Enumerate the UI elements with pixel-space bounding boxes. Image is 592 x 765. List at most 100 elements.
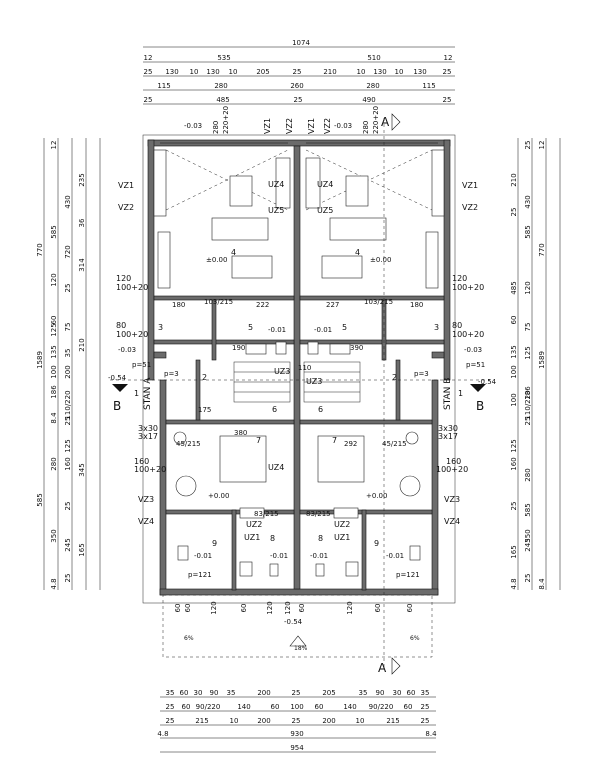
opening-80-100-20-left: 100+20 (116, 330, 148, 339)
section-line-b (110, 379, 490, 392)
top-dim-row3-7: 210 (323, 68, 336, 76)
opening-80-100-20-right: 100+20 (452, 330, 484, 339)
left-dim-col2-9: 280 (50, 457, 58, 470)
plinth-outline (142, 134, 456, 604)
right-dim-col2-8: 25 (524, 417, 532, 426)
right-dim-col1-9: 25 (510, 502, 518, 511)
right-dim-col2-10: 585 (524, 503, 532, 516)
room-number-6-left: 6 (272, 405, 277, 414)
stair-3x30-left: 3x30 (138, 424, 158, 433)
top-dim-row4-0: 115 (157, 82, 170, 90)
left-dim-col2-1: 585 (50, 225, 58, 238)
left-dim-col2-4: 125 (50, 323, 58, 336)
dim-390: 390 (350, 344, 363, 352)
vz1-right: VZ1 (462, 181, 478, 190)
room-number-6-right: 6 (318, 405, 323, 414)
opening-160-left: 160 (134, 457, 149, 466)
bottom-wall-dim-9: 60 (406, 604, 414, 613)
bottom-dim-row1-2: 30 (194, 689, 203, 697)
room-number-5-right: 5 (342, 323, 347, 332)
bottom-dim-row2-1: 60 (182, 703, 191, 711)
bottom-dim-row1-11: 60 (407, 689, 416, 697)
right-dim-col1-11: 4.8 (510, 578, 518, 589)
stair-3x17-left: 3x17 (138, 432, 158, 441)
right-dim-col1-2: 485 (510, 281, 518, 294)
left-dim-col4-0: 235 (78, 173, 86, 186)
top-dim-row5-0: 25 (144, 96, 153, 104)
interior-walls (153, 295, 445, 591)
level-wc-left-b: -0.01 (270, 552, 288, 560)
ramp-triangle (289, 635, 307, 647)
top-dim-row3-9: 130 (373, 68, 386, 76)
vz1-top-right: VZ1 (307, 118, 316, 134)
top-dim-row3-8: 10 (357, 68, 366, 76)
level-top-left: -0.03 (184, 122, 202, 130)
p121-right: p=121 (396, 571, 420, 579)
level-left-mid: -0.03 (118, 346, 136, 354)
uz1-left: UZ1 (244, 533, 260, 542)
bottom-dim-row1-9: 90 (376, 689, 385, 697)
slope-6pct-left: 6% (184, 635, 194, 642)
door-103-215-right: 103/215 (364, 298, 393, 306)
bottom-dim-row3-4: 25 (292, 717, 301, 725)
left-dimensions: 770158958512585120601251351001868.428035… (36, 138, 101, 590)
room-number-7-left: 7 (256, 436, 261, 445)
right-dim-col2-11: 350 (524, 529, 532, 542)
uz5-left: UZ5 (268, 206, 284, 215)
vz3-left: VZ3 (138, 495, 154, 504)
left-dim-col3-8: 125 (64, 439, 72, 452)
top-dim-row3-4: 10 (229, 68, 238, 76)
door-45-215-left: 45/215 (176, 440, 201, 448)
right-dim-col2-1: 430 (524, 195, 532, 208)
door-83-215-left: 83/215 (254, 510, 279, 518)
top-windows (153, 142, 445, 217)
opening-100-20-right: 100+20 (452, 283, 484, 292)
bottom-dim-row2-2: 90/220 (196, 703, 221, 711)
left-dim-col2-6: 100 (50, 365, 58, 378)
top-dim-row5-3: 490 (362, 96, 375, 104)
left-dim-col3-6: 110/220 (64, 390, 72, 419)
bottom-dim-row3-5: 200 (322, 717, 335, 725)
bottom-dim-row5-0: 954 (290, 744, 304, 752)
p51-right: p=51 (466, 361, 485, 369)
left-dim-col4-4: 345 (78, 463, 86, 476)
bottom-dim-row2-0: 25 (166, 703, 175, 711)
bottom-dim-row1-5: 200 (257, 689, 270, 697)
right-dim-col1-8: 160 (510, 457, 518, 470)
door-83-215-right: 83/215 (306, 510, 331, 518)
bottom-dim-row1-6: 25 (292, 689, 301, 697)
uz3-left: UZ3 (274, 367, 290, 376)
level-right-mid: -0.03 (464, 346, 482, 354)
bottom-dim-row1-3: 90 (210, 689, 219, 697)
bottom-dim-row3-1: 215 (195, 717, 208, 725)
bottom-dim-row4-1: 930 (290, 730, 303, 738)
left-dim-col2-7: 186 (50, 385, 58, 399)
section-b-right-label: B (476, 399, 484, 413)
vz3-right: VZ3 (444, 495, 460, 504)
room-number-9-right: 9 (374, 539, 379, 548)
dim-380: 380 (234, 429, 247, 437)
bottom-wall-dim-2: 120 (210, 601, 218, 614)
opening-160-right: 160 (446, 457, 461, 466)
room-number-8-left: 8 (270, 534, 275, 543)
right-dim-col1-10: 165 (510, 545, 518, 558)
left-dim-col2-2: 120 (50, 273, 58, 286)
exterior-walls (147, 139, 451, 596)
sill-220-left: 220+20 (222, 106, 230, 134)
section-b-left-label: B (113, 399, 121, 413)
bottom-wall-dim-5: 120 (284, 601, 292, 614)
room-number-4-right: 4 (355, 248, 360, 257)
left-dim-col3-12: 25 (64, 574, 72, 583)
right-dim-col1-4: 135 (510, 345, 518, 358)
sill-280-left: 280 (212, 121, 220, 134)
vz2-left: VZ2 (118, 203, 134, 212)
room-number-7-right: 7 (332, 436, 337, 445)
bottom-wall-dim-3: 60 (240, 604, 248, 613)
bottom-dim-row2-10: 25 (421, 703, 430, 711)
opening-100-20-left: 100+20 (116, 283, 148, 292)
stan-a-label: STAN A (143, 377, 153, 410)
room-number-4-left: 4 (231, 248, 236, 257)
left-dim-col3-4: 35 (64, 349, 72, 358)
